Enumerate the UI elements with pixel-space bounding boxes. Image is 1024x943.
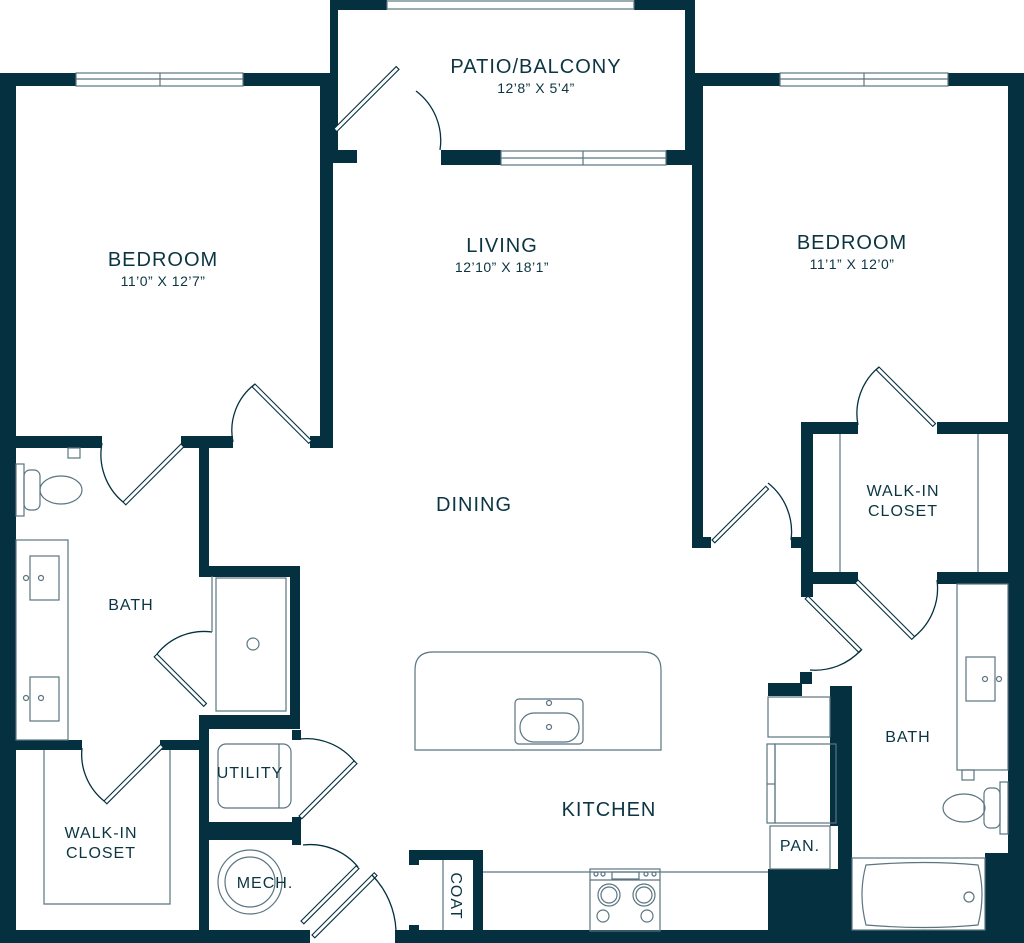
living-dims: 12’10” X 18’1” xyxy=(455,259,549,275)
walkin-left-label-1: WALK-IN xyxy=(64,825,137,842)
coat-label: COAT xyxy=(447,872,464,919)
range-icon xyxy=(589,868,661,932)
sink-icon xyxy=(22,676,60,722)
patio-door[interactable] xyxy=(333,65,442,151)
room-labels: PATIO/BALCONY 12’8” X 5’4” LIVING 12’10”… xyxy=(64,56,939,920)
patio-label: PATIO/BALCONY xyxy=(450,56,621,78)
utility-door[interactable] xyxy=(298,738,358,820)
mech-label: MECH. xyxy=(237,875,294,892)
windows xyxy=(75,0,949,166)
cabinet xyxy=(767,696,831,738)
bedroom-left-dims: 11’0” X 12’7” xyxy=(121,273,206,289)
walkin-left-label-2: CLOSET xyxy=(66,845,136,862)
sink-icon xyxy=(965,656,1003,702)
mech-door[interactable] xyxy=(300,843,360,925)
water-heater-icon xyxy=(217,849,283,915)
kitchen-sink-icon xyxy=(514,698,584,745)
refrigerator-icon xyxy=(766,743,837,824)
bath-right-closet-door[interactable] xyxy=(854,579,939,641)
closet-left-door[interactable] xyxy=(81,743,165,805)
bath-right-label: BATH xyxy=(885,729,930,746)
doors xyxy=(81,65,939,939)
closet-shelf xyxy=(43,750,171,905)
washer-dryer-icon xyxy=(217,743,292,809)
toilet-icon xyxy=(942,769,1009,835)
bedroom-left-door[interactable] xyxy=(231,383,313,445)
shower-icon xyxy=(215,577,287,712)
vanity xyxy=(15,539,69,741)
patio-dims: 12’8” X 5’4” xyxy=(497,80,575,96)
entry-door[interactable] xyxy=(311,871,397,939)
fixtures xyxy=(15,434,1009,932)
bedroom-right-door[interactable] xyxy=(711,482,793,544)
sink-icon xyxy=(22,555,60,601)
pantry-label: PAN. xyxy=(780,838,820,855)
walkin-right-label-1: WALK-IN xyxy=(866,483,939,500)
bath-right-hall-door[interactable] xyxy=(804,595,863,671)
bedroom-right-label: BEDROOM xyxy=(797,232,907,254)
dining-label: DINING xyxy=(436,494,512,516)
walkin-right-label-2: CLOSET xyxy=(868,503,938,520)
bath-left-door[interactable] xyxy=(100,442,185,506)
kitchen-label: KITCHEN xyxy=(562,799,657,821)
utility-label: UTILITY xyxy=(217,765,284,782)
bath-left-label: BATH xyxy=(108,597,153,614)
living-label: LIVING xyxy=(466,235,538,257)
bedroom-right-dims: 11’1” X 12’0” xyxy=(810,256,895,272)
pantry xyxy=(769,825,831,870)
bathtub-icon xyxy=(851,857,986,931)
vanity xyxy=(956,583,1009,771)
closet-right-door[interactable] xyxy=(856,366,937,428)
kitchen-island xyxy=(414,651,662,751)
toilet-icon xyxy=(15,447,83,517)
shower-door[interactable] xyxy=(153,576,213,708)
bedroom-left-label: BEDROOM xyxy=(108,249,218,271)
